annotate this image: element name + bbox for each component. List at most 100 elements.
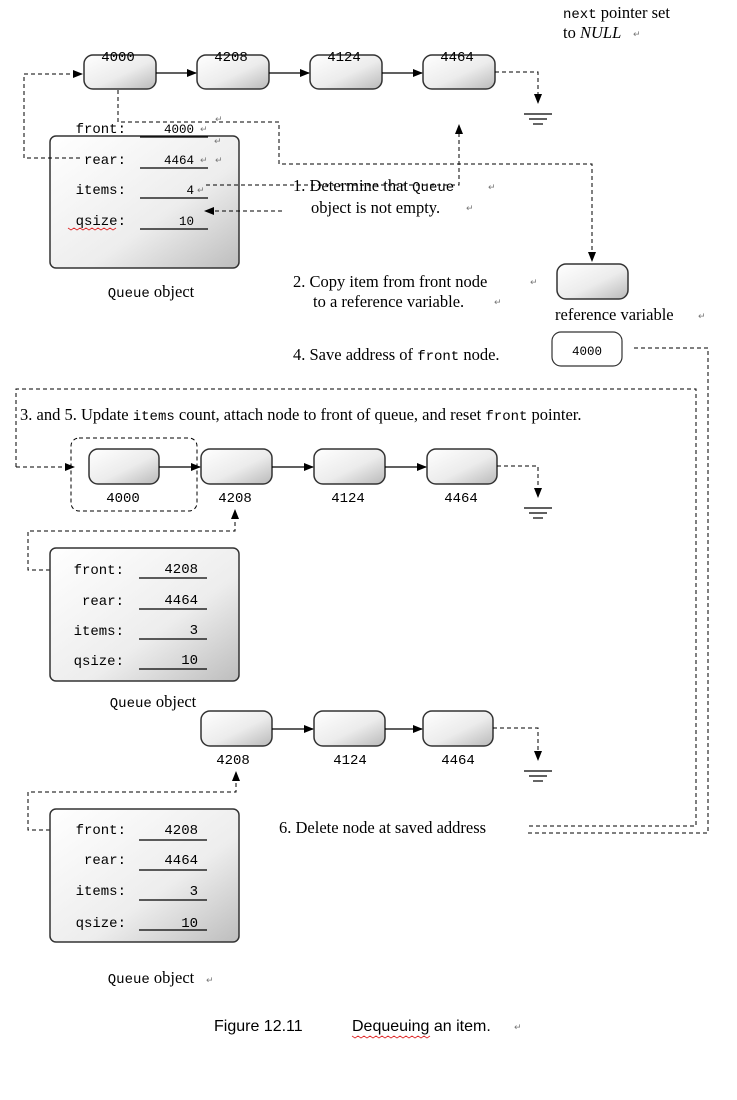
step35-b: count, attach node to front of queue, an… <box>175 405 486 424</box>
paragraph-mark: ↵ <box>466 204 474 214</box>
list2-front-highlight <box>70 437 198 512</box>
queue1-rear-value: 4464 <box>164 154 194 168</box>
queue1-qsize-label: qsize: <box>76 214 126 230</box>
list3-null-ground-icon <box>524 770 552 782</box>
list2-addr-3: 4124 <box>331 491 365 507</box>
paragraph-mark: ↵ <box>206 976 214 986</box>
step1-text: 1. Determine that <box>293 176 412 195</box>
queue2-box <box>49 547 240 682</box>
queue2-rear-label: rear: <box>82 594 124 610</box>
list3-addr-3: 4464 <box>441 753 475 769</box>
list1-addr-2: 4208 <box>214 50 248 66</box>
list1-addr-3: 4124 <box>327 50 361 66</box>
linked-list-2: 4000 4208 4124 4464 <box>70 437 552 519</box>
paragraph-mark: ↵ <box>514 1023 522 1033</box>
check-items-arrow <box>206 124 463 186</box>
step4-b: node. <box>459 345 499 364</box>
saved-address-value: 4000 <box>572 345 602 359</box>
paragraph-mark: ↵ <box>488 183 496 193</box>
queue3-caption-code: Queue <box>108 972 150 988</box>
step35-text: 3. and 5. Update items count, attach nod… <box>20 405 581 425</box>
list3-addr-2: 4124 <box>333 753 367 769</box>
queue3-rear-label: rear: <box>84 853 126 869</box>
list2-addr-1: 4000 <box>106 491 140 507</box>
queue1-items-value: 4 <box>186 184 194 198</box>
queue1-qsize-value: 10 <box>179 215 194 229</box>
list2-node-4 <box>426 448 498 485</box>
list1-addr-4: 4464 <box>440 50 474 66</box>
step35-a: 3. and 5. Update <box>20 405 133 424</box>
next-code: next <box>563 7 597 23</box>
queue2-caption-code: Queue <box>110 696 152 712</box>
paragraph-mark: ↵ <box>530 278 538 288</box>
queue3-box <box>49 808 240 943</box>
spellcheck-squiggle <box>67 227 117 231</box>
paragraph-mark: ↵ <box>215 156 223 166</box>
next-null-note-line2: to NULL <box>563 23 621 42</box>
queue1-caption-code: Queue <box>108 286 150 302</box>
list1-node-3 <box>309 54 383 90</box>
queue3-front-label: front: <box>76 823 126 839</box>
queue2-caption-text: object <box>152 692 197 711</box>
queue3-items-value: 3 <box>190 884 198 900</box>
queue-object-3: front: 4208 rear: 4464 items: 3 qsize: 1… <box>49 808 240 988</box>
step6-text: 6. Delete node at saved address <box>279 818 486 837</box>
step35-code1: items <box>133 409 175 425</box>
step35-code2: front <box>485 409 527 425</box>
list3-addr-1: 4208 <box>216 753 250 769</box>
queue2-qsize-value: 10 <box>181 653 198 669</box>
queue2-rear-value: 4464 <box>164 593 198 609</box>
queue1-front-value: 4000 <box>164 123 194 137</box>
figure-title: Dequeuing an item. <box>352 1018 491 1035</box>
step4-a: 4. Save address of <box>293 345 417 364</box>
saved-address-to-delete <box>528 347 709 834</box>
next-note-rest: pointer set <box>597 3 671 22</box>
paragraph-mark: ↵ <box>200 156 208 166</box>
step4-text: 4. Save address of front node. <box>293 345 500 365</box>
next-note-to: to <box>563 23 580 42</box>
list2-addr-2: 4208 <box>218 491 252 507</box>
paragraph-mark: ↵ <box>197 186 205 196</box>
queue2-items-label: items: <box>74 624 124 640</box>
paragraph-mark: ↵ <box>698 312 706 322</box>
spellcheck-squiggle <box>351 1035 431 1039</box>
queue2-front-label: front: <box>74 563 124 579</box>
linked-list-3: 4208 4124 4464 <box>200 710 552 782</box>
queue3-qsize-value: 10 <box>181 916 198 932</box>
reference-variable-label: reference variable <box>555 305 674 324</box>
paragraph-mark: ↵ <box>494 298 502 308</box>
queue2-front-value: 4208 <box>164 562 198 578</box>
list1-null-link <box>495 71 542 104</box>
queue1-front-label: front: <box>76 122 126 138</box>
step35-c: pointer. <box>527 405 581 424</box>
list3-node-3 <box>422 710 494 747</box>
null-text: NULL <box>579 23 621 42</box>
step2-line1: 2. Copy item from front node <box>293 272 487 291</box>
queue-object-1: front: 4000 rear: 4464 items: 4 qsize: 1… <box>49 122 240 302</box>
linked-list-1: 4000 4208 4124 4464 <box>83 50 552 125</box>
queue-object-2: front: 4208 rear: 4464 items: 3 qsize: 1… <box>49 547 240 712</box>
paragraph-mark: ↵ <box>215 115 223 125</box>
step4-code: front <box>417 349 459 365</box>
queue3-front-pointer <box>27 771 240 831</box>
list2-node-3 <box>313 448 386 485</box>
queue1-rear-label: rear: <box>84 153 126 169</box>
queue1-box <box>49 135 240 269</box>
queue1-caption-text: object <box>150 282 195 301</box>
queue1-caption: Queue object <box>108 282 195 302</box>
list1-addr-1: 4000 <box>101 50 135 66</box>
queue1-items-label: items: <box>76 183 126 199</box>
list3-node-2 <box>313 710 386 747</box>
queue3-caption: Queue object <box>108 968 195 988</box>
list2-node-2 <box>200 448 273 485</box>
queue2-qsize-label: qsize: <box>74 654 124 670</box>
saved-address-box <box>551 331 623 367</box>
step35-frame <box>15 388 697 827</box>
reference-variable-node <box>556 263 629 300</box>
list2-null-ground-icon <box>524 507 552 519</box>
list2-addr-4: 4464 <box>444 491 478 507</box>
next-null-note-line1: next pointer set <box>563 3 670 23</box>
list1-node-2 <box>196 54 270 90</box>
paragraph-mark: ↵ <box>200 125 208 135</box>
queue2-front-pointer <box>27 509 239 571</box>
